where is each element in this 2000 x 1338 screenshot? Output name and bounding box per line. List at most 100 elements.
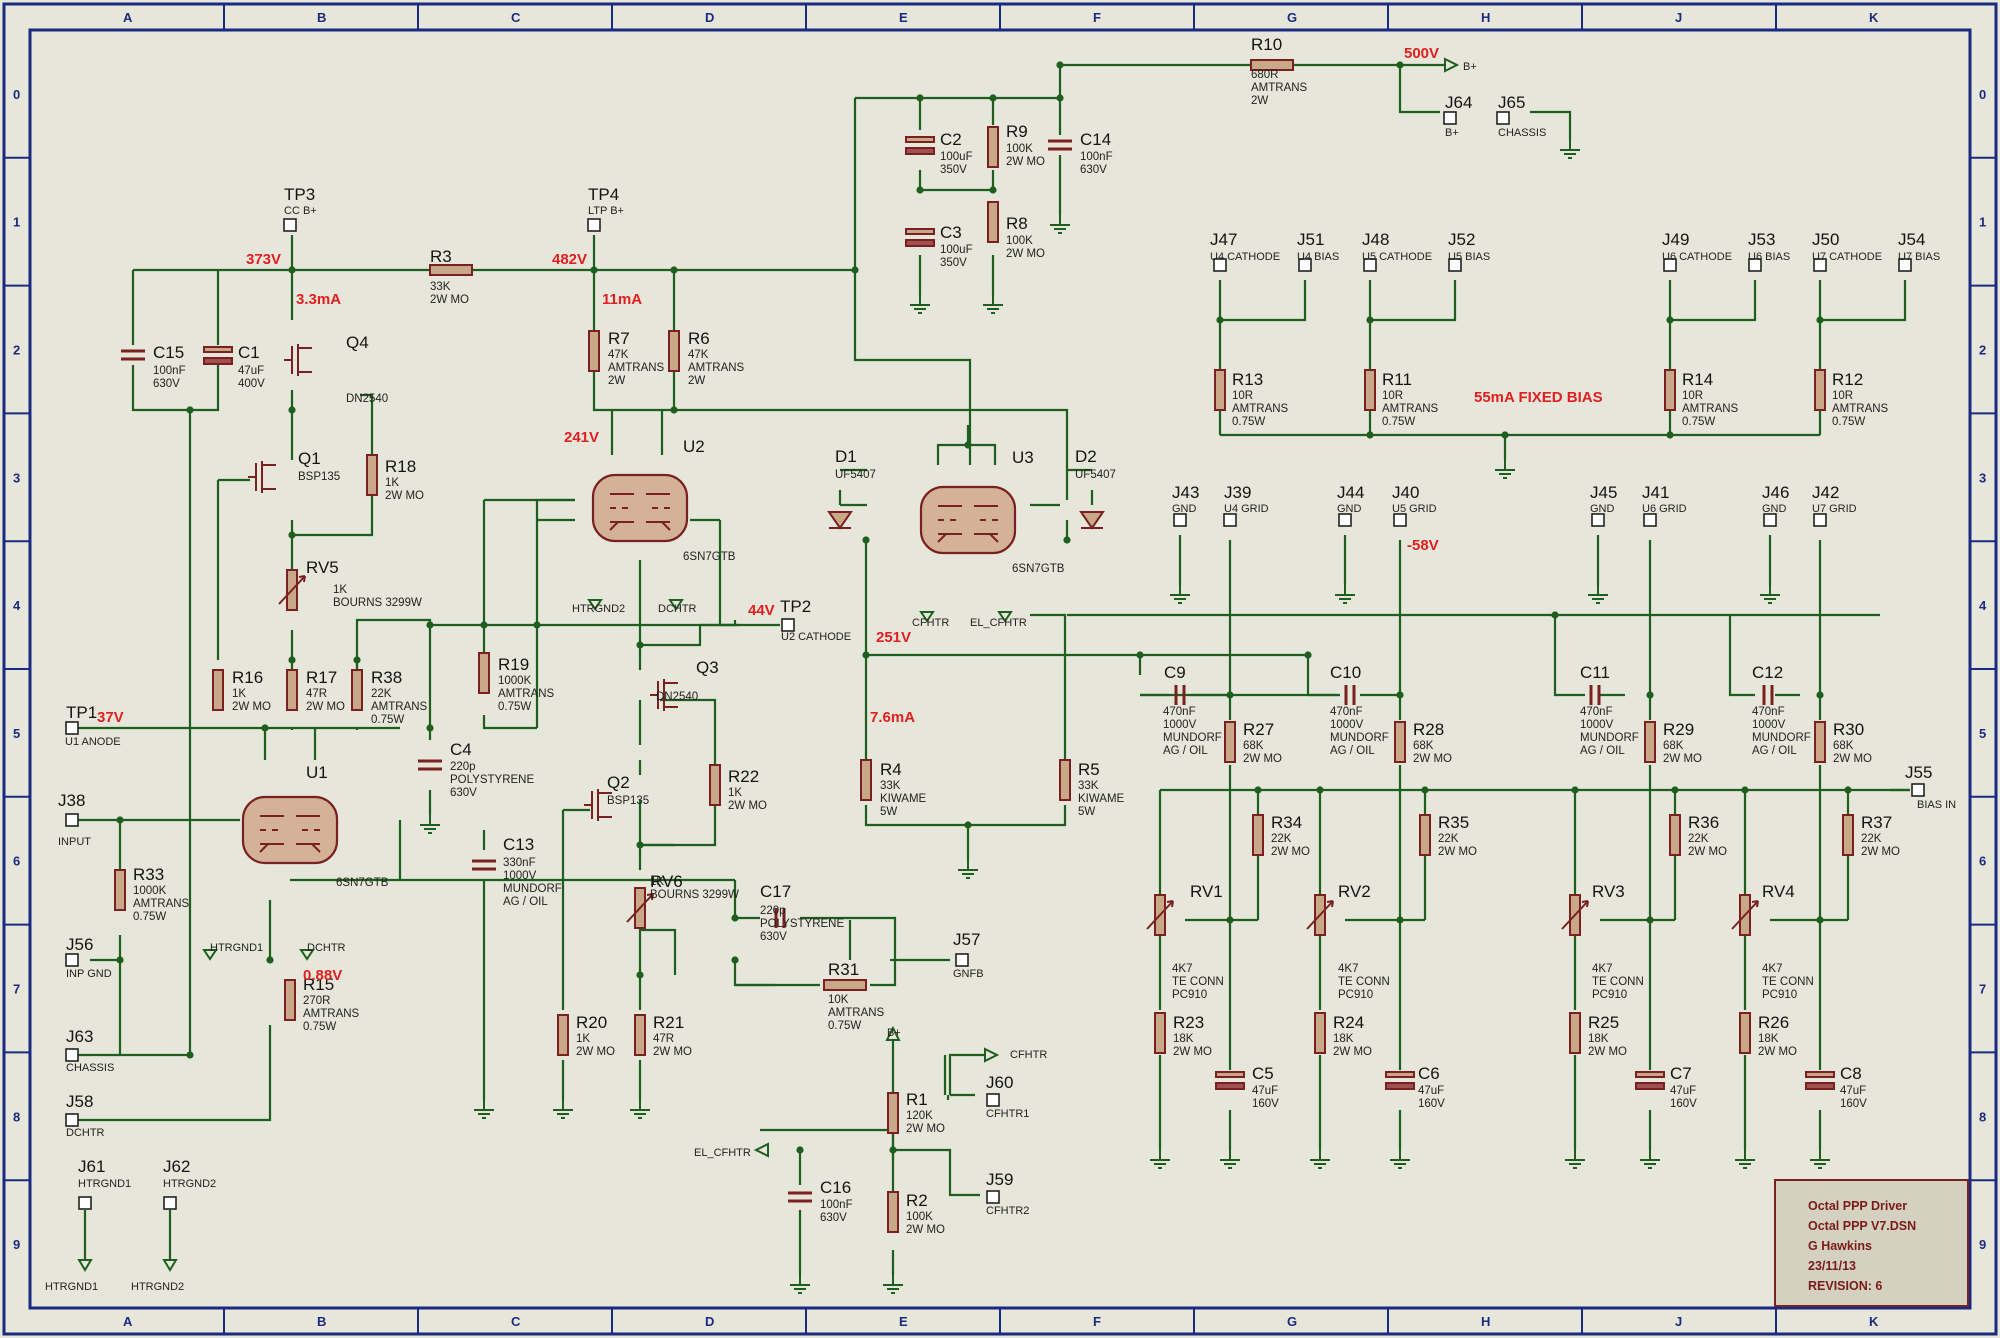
capacitor-plates	[1048, 139, 1072, 151]
row-label-left: 1	[13, 215, 20, 230]
resistor-value: 68K	[1243, 740, 1264, 752]
resistor-body	[1394, 721, 1406, 763]
potentiometer-arrow	[1146, 900, 1174, 930]
column-label-top: E	[899, 10, 908, 25]
row-label-right: 5	[1979, 726, 1986, 741]
diode-ref: D2	[1075, 447, 1097, 466]
resistor-value: 270R	[303, 995, 331, 1007]
ground-symbol	[1335, 585, 1355, 604]
resistor-body	[212, 669, 224, 711]
junction-dot	[989, 94, 997, 102]
connector-ref: J42	[1812, 483, 1839, 502]
resistor-value: 47R	[306, 688, 327, 700]
annotations: 500V 373V 3.3mA 482V 11mA 241V 44V 251V …	[97, 45, 1603, 984]
resistor-ref: R22	[728, 767, 759, 786]
mosfet-part: DN2540	[346, 393, 388, 405]
capacitor-value: 400V	[238, 378, 265, 390]
resistor-body	[709, 764, 721, 806]
resistor-value: 18K	[1758, 1033, 1779, 1045]
junction-dot	[426, 621, 434, 629]
junction-dot	[1501, 431, 1509, 439]
resistor-ref: R9	[1006, 122, 1028, 141]
resistor-body	[429, 264, 473, 276]
connector-pad	[986, 1093, 1000, 1107]
potentiometer-value: PC910	[1338, 989, 1373, 1001]
capacitor-value: 160V	[1670, 1098, 1697, 1110]
resistor-ref: R34	[1271, 813, 1302, 832]
resistor-value: 2W	[608, 375, 625, 387]
junction-dot	[1666, 316, 1674, 324]
mosfet-ref: Q1	[298, 449, 321, 468]
junction-dot	[1571, 786, 1579, 794]
resistor-ref: R16	[232, 668, 263, 687]
annotation-373v: 373V	[246, 251, 281, 268]
potentiometer-value: TE CONN	[1338, 976, 1390, 988]
resistor-value: AMTRANS	[1382, 403, 1439, 415]
junction-dot	[590, 266, 598, 274]
capacitor-value: 100nF	[153, 365, 186, 377]
connector-pad	[1748, 258, 1762, 272]
net-htrgnd2: HTRGND2	[131, 1281, 184, 1293]
row-label-left: 3	[13, 470, 20, 485]
column-label-bottom: B	[317, 1314, 326, 1329]
connector-ref: J64	[1445, 93, 1472, 112]
junction-dot	[670, 266, 678, 274]
connector-ref: J39	[1224, 483, 1251, 502]
resistor-value: 2W MO	[306, 701, 345, 713]
annotation-fixed-bias: 55mA FIXED BIAS	[1474, 389, 1603, 406]
resistor-body	[478, 652, 490, 694]
capacitor-value: POLYSTYRENE	[450, 774, 534, 786]
capacitor-ref: C1	[238, 343, 260, 362]
capacitor-ref: C5	[1252, 1064, 1274, 1083]
resistor-ref: R1	[906, 1090, 928, 1109]
connector-pad	[1663, 258, 1677, 272]
resistor-ref: R27	[1243, 720, 1274, 739]
resistor-value: 22K	[371, 688, 392, 700]
heater-arrow	[587, 599, 684, 611]
resistor-value: 5W	[880, 806, 897, 818]
resistor-body	[887, 1191, 899, 1233]
ground-symbol	[1760, 585, 1780, 604]
capacitor-value: 100uF	[940, 244, 973, 256]
capacitor-plate-electrolytic	[1805, 1082, 1835, 1090]
resistor-value: 33K	[430, 281, 451, 293]
potentiometer-ref: RV2	[1338, 882, 1371, 901]
connector-ref: J65	[1498, 93, 1525, 112]
resistor-value: 2W MO	[232, 701, 271, 713]
resistor-value: 2W MO	[728, 800, 767, 812]
annotation-482v: 482V	[552, 251, 587, 268]
resistor-value: AMTRANS	[1232, 403, 1289, 415]
heater-net-label: HTRGND1	[210, 942, 263, 954]
junction-dot	[1741, 786, 1749, 794]
heater-net-label: CFHTR	[912, 617, 949, 629]
row-label-right: 6	[1979, 854, 1986, 869]
capacitor-ref: C7	[1670, 1064, 1692, 1083]
connector-ref: J43	[1172, 483, 1199, 502]
junction-dot	[1216, 316, 1224, 324]
junction-dot	[796, 1146, 804, 1154]
junction-dot	[116, 816, 124, 824]
column-label-top: B	[317, 10, 326, 25]
junction-dot	[1063, 536, 1071, 544]
potentiometer-value: PC910	[1592, 989, 1627, 1001]
potentiometer-arrow	[1731, 900, 1759, 930]
resistor-ref: R38	[371, 668, 402, 687]
connector-name: CFHTR1	[986, 1108, 1029, 1120]
resistor-value: 0.75W	[303, 1021, 336, 1033]
capacitor-value: 160V	[1252, 1098, 1279, 1110]
connector-ref: J53	[1748, 230, 1775, 249]
capacitor-plates	[1762, 685, 1774, 705]
junction-dot	[1304, 651, 1312, 659]
junction-dot	[636, 971, 644, 979]
connector-ref: J59	[986, 1170, 1013, 1189]
